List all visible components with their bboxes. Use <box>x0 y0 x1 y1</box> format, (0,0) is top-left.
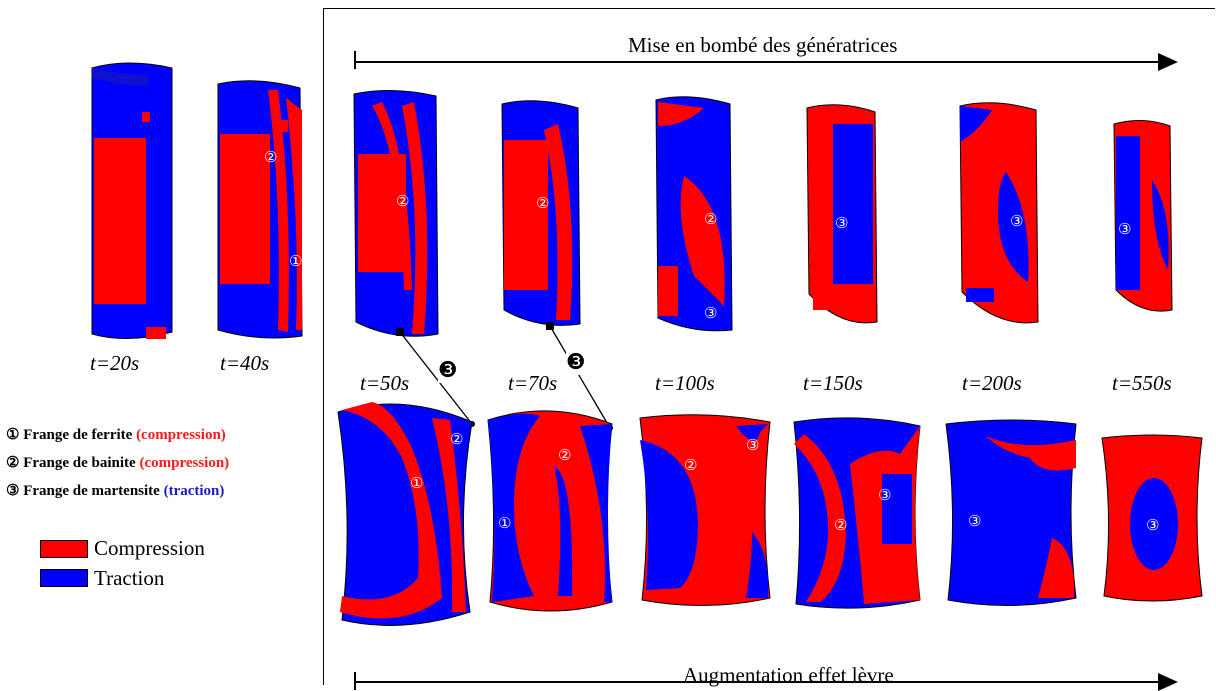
time-label-t550: t=550s <box>1112 371 1172 395</box>
marker-2-b1: ② <box>450 430 463 448</box>
connector-marker-3-left: ❸ <box>438 358 458 383</box>
top-arrow-tick <box>354 51 356 69</box>
specimen-bottom-6: ③ <box>1101 434 1203 602</box>
connector-marker-3-right: ❸ <box>566 350 586 375</box>
legend-bainite: ② Frange de bainite (compression) <box>6 453 229 472</box>
specimen-bottom-3: ② ③ <box>639 414 771 606</box>
marker-1-t40: ① <box>289 252 302 270</box>
marker-3-t200: ③ <box>1010 212 1023 230</box>
specimen-t150: ③ <box>806 104 878 324</box>
marker-2-t40: ② <box>264 148 277 166</box>
legend-ferrite-text: Frange de ferrite <box>23 427 133 443</box>
marker-3-b3: ③ <box>746 436 759 454</box>
marker-3-b5: ③ <box>968 512 981 530</box>
bottom-arrow-line <box>355 681 1160 683</box>
time-label-t70: t=70s <box>508 371 558 395</box>
top-arrow-line <box>355 61 1160 63</box>
specimen-t40: ② ① <box>217 80 303 339</box>
bottom-arrow-label: Augmentation effet lèvre <box>683 663 894 687</box>
legend-martensite-kind: (traction) <box>163 483 225 499</box>
marker-2-b4: ② <box>834 516 847 534</box>
marker-1-b1: ① <box>410 474 423 492</box>
top-arrow-head <box>1158 53 1178 71</box>
specimen-t70: ② <box>501 100 581 326</box>
legend-martensite: ③ Frange de martensite (traction) <box>6 481 224 500</box>
marker-2-b3: ② <box>684 456 697 474</box>
specimen-t550: ③ <box>1113 120 1173 312</box>
specimen-t100: ② ③ <box>655 96 733 332</box>
legend-bainite-text: Frange de bainite <box>23 455 136 471</box>
legend-martensite-text: Frange de martensite <box>23 483 160 499</box>
legend-swatch-traction <box>40 569 88 587</box>
marker-2-t70: ② <box>536 194 549 212</box>
legend-bainite-mark: ② <box>6 455 20 471</box>
specimen-bottom-1: ① ② <box>337 402 473 626</box>
marker-2-b2: ② <box>558 446 571 464</box>
top-arrow-label: Mise en bombé des génératrices <box>628 33 898 57</box>
specimen-t200: ③ <box>959 102 1039 324</box>
marker-1-b2: ① <box>498 514 511 532</box>
specimen-t20 <box>91 62 173 339</box>
marker-2-t50: ② <box>396 192 409 210</box>
bottom-arrow-head <box>1158 673 1178 691</box>
time-label-t50: t=50s <box>360 371 410 395</box>
marker-3-b6: ③ <box>1146 516 1159 534</box>
specimen-bottom-2: ① ② <box>487 410 613 612</box>
diagram-frame <box>323 8 1215 685</box>
legend-label-compression: Compression <box>94 536 205 560</box>
legend-bainite-kind: (compression) <box>139 455 230 471</box>
legend-ferrite-mark: ① <box>6 427 20 443</box>
marker-3-b4: ③ <box>878 486 891 504</box>
time-label-t20: t=20s <box>90 351 140 375</box>
time-label-t150: t=150s <box>803 371 863 395</box>
marker-2-t100: ② <box>704 210 717 228</box>
specimen-bottom-4: ② ③ <box>793 417 921 609</box>
time-label-t100: t=100s <box>655 371 715 395</box>
time-label-t200: t=200s <box>962 371 1022 395</box>
marker-3-t100: ③ <box>704 304 717 322</box>
legend-swatch-compression <box>40 540 88 558</box>
legend-ferrite-kind: (compression) <box>136 427 226 443</box>
legend-martensite-mark: ③ <box>6 483 20 499</box>
marker-3-t150: ③ <box>835 214 848 232</box>
legend-label-traction: Traction <box>94 566 165 590</box>
time-label-t40: t=40s <box>220 351 270 375</box>
marker-3-t550: ③ <box>1118 220 1131 238</box>
specimen-bottom-5: ③ <box>945 419 1077 606</box>
specimen-t50: ② <box>353 89 439 337</box>
legend-ferrite: ① Frange de ferrite (compression) <box>6 425 226 444</box>
